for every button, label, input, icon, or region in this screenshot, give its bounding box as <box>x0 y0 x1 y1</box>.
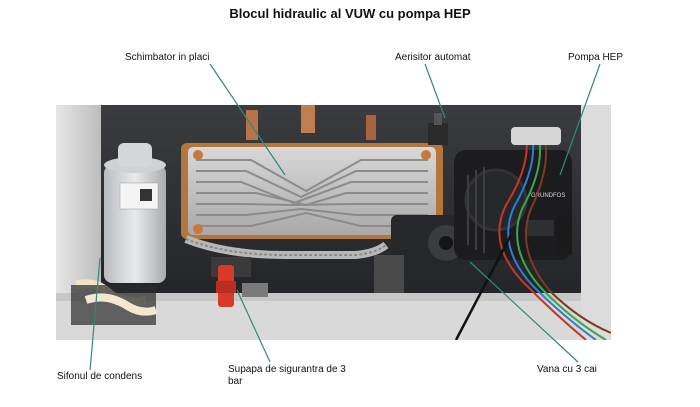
diagram-title: Blocul hidraulic al VUW cu pompa HEP <box>229 6 471 21</box>
leader-pompa <box>559 63 601 176</box>
leader-aerisitor <box>424 63 446 119</box>
label-supapa: Supapa de sigurantra de 3 bar <box>228 364 346 387</box>
pump-cables <box>454 134 611 340</box>
top-fitting <box>511 127 561 145</box>
leader-vana <box>469 261 579 363</box>
heat-exchanger-shape <box>181 143 443 239</box>
leader-supapa <box>236 289 271 363</box>
label-vana: Vana cu 3 cai <box>537 364 597 375</box>
label-schimbator: Schimbator in placi <box>125 52 210 63</box>
label-aerisitor: Aerisitor automat <box>395 52 471 63</box>
copper-pipe <box>246 110 258 140</box>
three-way-valve-shape <box>374 215 464 293</box>
condensate-siphon-shape <box>71 143 166 325</box>
label-sifon: Sifonul de condens <box>57 371 143 382</box>
label-pompa: Pompa HEP <box>568 52 624 63</box>
leader-schimbator <box>209 63 286 176</box>
boiler-photo: GRUNDFOS <box>56 105 611 340</box>
boiler-illustration: GRUNDFOS <box>56 105 611 340</box>
leader-sifon <box>89 257 101 371</box>
air-vent-shape <box>428 123 448 145</box>
safety-valve-shape <box>211 257 268 307</box>
right-panel <box>581 105 611 340</box>
pump-brand-text: GRUNDFOS <box>531 193 565 199</box>
